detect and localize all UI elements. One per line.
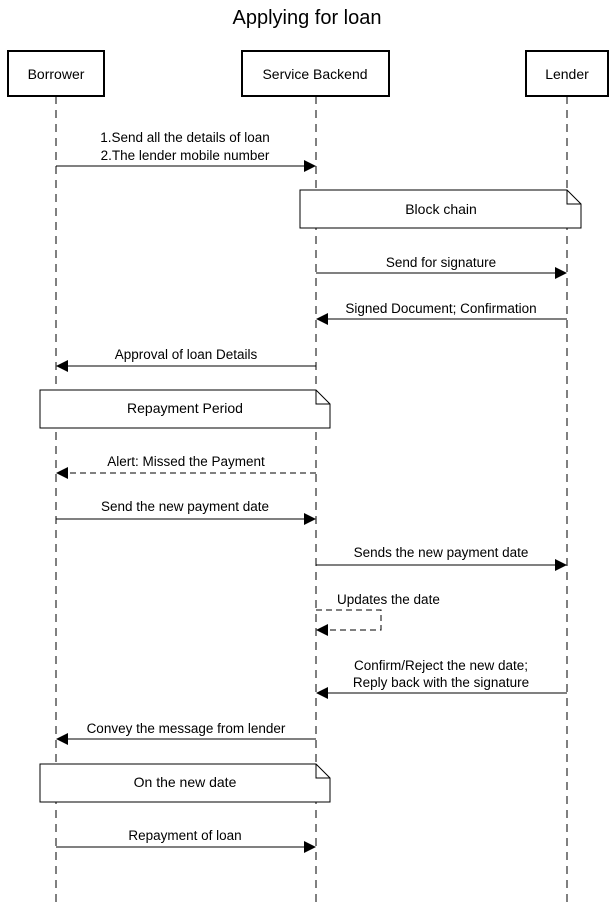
note-on-the-new-date: On the new date: [39, 763, 331, 803]
message-send-new-payment-date-label: Send the new payment date: [101, 499, 269, 514]
message-confirm-reject: Confirm/Reject the new date; Reply back …: [316, 658, 567, 699]
participant-lender-label: Lender: [545, 66, 589, 82]
message-convey-message-label: Convey the message from lender: [87, 721, 286, 736]
note-on-the-new-date-label: On the new date: [134, 774, 237, 790]
message-repayment-of-loan: Repayment of loan: [56, 828, 316, 853]
message-send-loan-details-line2: 2.The lender mobile number: [101, 148, 270, 163]
message-send-for-signature: Send for signature: [316, 255, 567, 279]
message-updates-the-date: Updates the date: [316, 592, 440, 636]
message-sends-new-payment-date-label: Sends the new payment date: [354, 545, 529, 560]
diagram-title: Applying for loan: [233, 7, 382, 29]
message-alert-missed-payment-label: Alert: Missed the Payment: [107, 454, 265, 469]
note-block-chain-label: Block chain: [405, 201, 477, 217]
message-send-loan-details: 1.Send all the details of loan 2.The len…: [56, 130, 316, 172]
message-updates-the-date-label: Updates the date: [337, 592, 440, 607]
message-send-loan-details-line1: 1.Send all the details of loan: [100, 130, 270, 145]
message-convey-message: Convey the message from lender: [56, 721, 316, 745]
participant-backend-label: Service Backend: [262, 66, 367, 82]
message-repayment-of-loan-label: Repayment of loan: [128, 828, 241, 843]
note-repayment-period: Repayment Period: [39, 389, 331, 429]
note-repayment-period-label: Repayment Period: [127, 400, 243, 416]
message-confirm-reject-line1: Confirm/Reject the new date;: [354, 658, 528, 673]
participant-backend: Service Backend: [241, 50, 390, 97]
message-approval-of-loan: Approval of loan Details: [56, 347, 316, 372]
message-send-new-payment-date: Send the new payment date: [56, 499, 316, 525]
participant-borrower: Borrower: [7, 50, 105, 97]
message-signed-document: Signed Document; Confirmation: [316, 301, 567, 325]
note-block-chain: Block chain: [299, 189, 582, 229]
message-alert-missed-payment: Alert: Missed the Payment: [56, 454, 316, 479]
message-approval-of-loan-label: Approval of loan Details: [115, 347, 258, 362]
message-sends-new-payment-date: Sends the new payment date: [316, 545, 567, 571]
participant-borrower-label: Borrower: [28, 66, 85, 82]
message-send-for-signature-label: Send for signature: [386, 255, 496, 270]
message-signed-document-label: Signed Document; Confirmation: [345, 301, 536, 316]
message-confirm-reject-line2: Reply back with the signature: [353, 675, 529, 690]
participant-lender: Lender: [525, 50, 609, 97]
